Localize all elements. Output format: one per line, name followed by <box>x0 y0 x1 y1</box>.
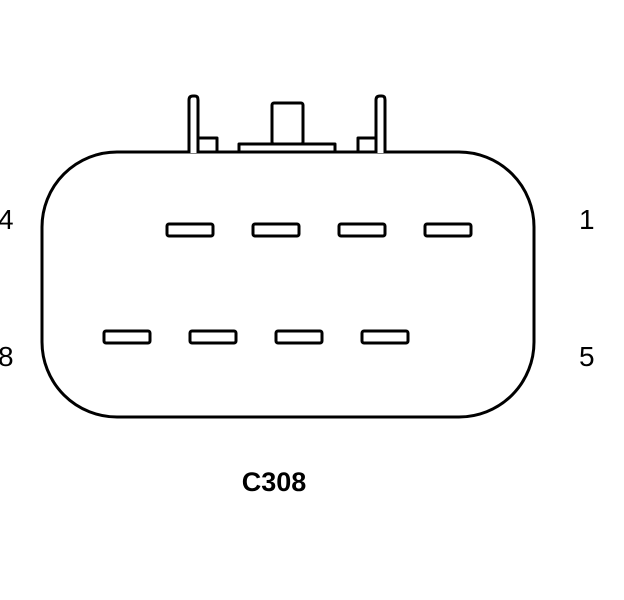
connector-housing <box>40 150 536 419</box>
pin-label-8: 8 <box>0 341 14 372</box>
pin-label-1: 1 <box>579 204 595 235</box>
latch-foot-left <box>196 136 219 154</box>
latch-arm-left <box>187 94 200 152</box>
latch-foot-right <box>356 136 378 154</box>
terminal-slot-bottom-3 <box>274 329 324 345</box>
terminal-slot-top-2 <box>251 222 301 238</box>
terminal-slot-bottom-1 <box>102 329 152 345</box>
latch-arm-right <box>374 94 387 152</box>
terminal-slots <box>102 222 473 345</box>
connector-name: C308 <box>242 467 307 497</box>
housing-body <box>40 150 536 419</box>
terminal-slot-bottom-4 <box>360 329 410 345</box>
pin-label-4: 4 <box>0 204 14 235</box>
terminal-slot-top-3 <box>337 222 387 238</box>
terminal-slot-top-1 <box>165 222 215 238</box>
terminal-slot-bottom-2 <box>188 329 238 345</box>
connector-latch <box>187 94 387 154</box>
terminal-slot-top-4 <box>423 222 473 238</box>
pin-label-5: 5 <box>579 341 595 372</box>
latch-button <box>270 101 305 146</box>
